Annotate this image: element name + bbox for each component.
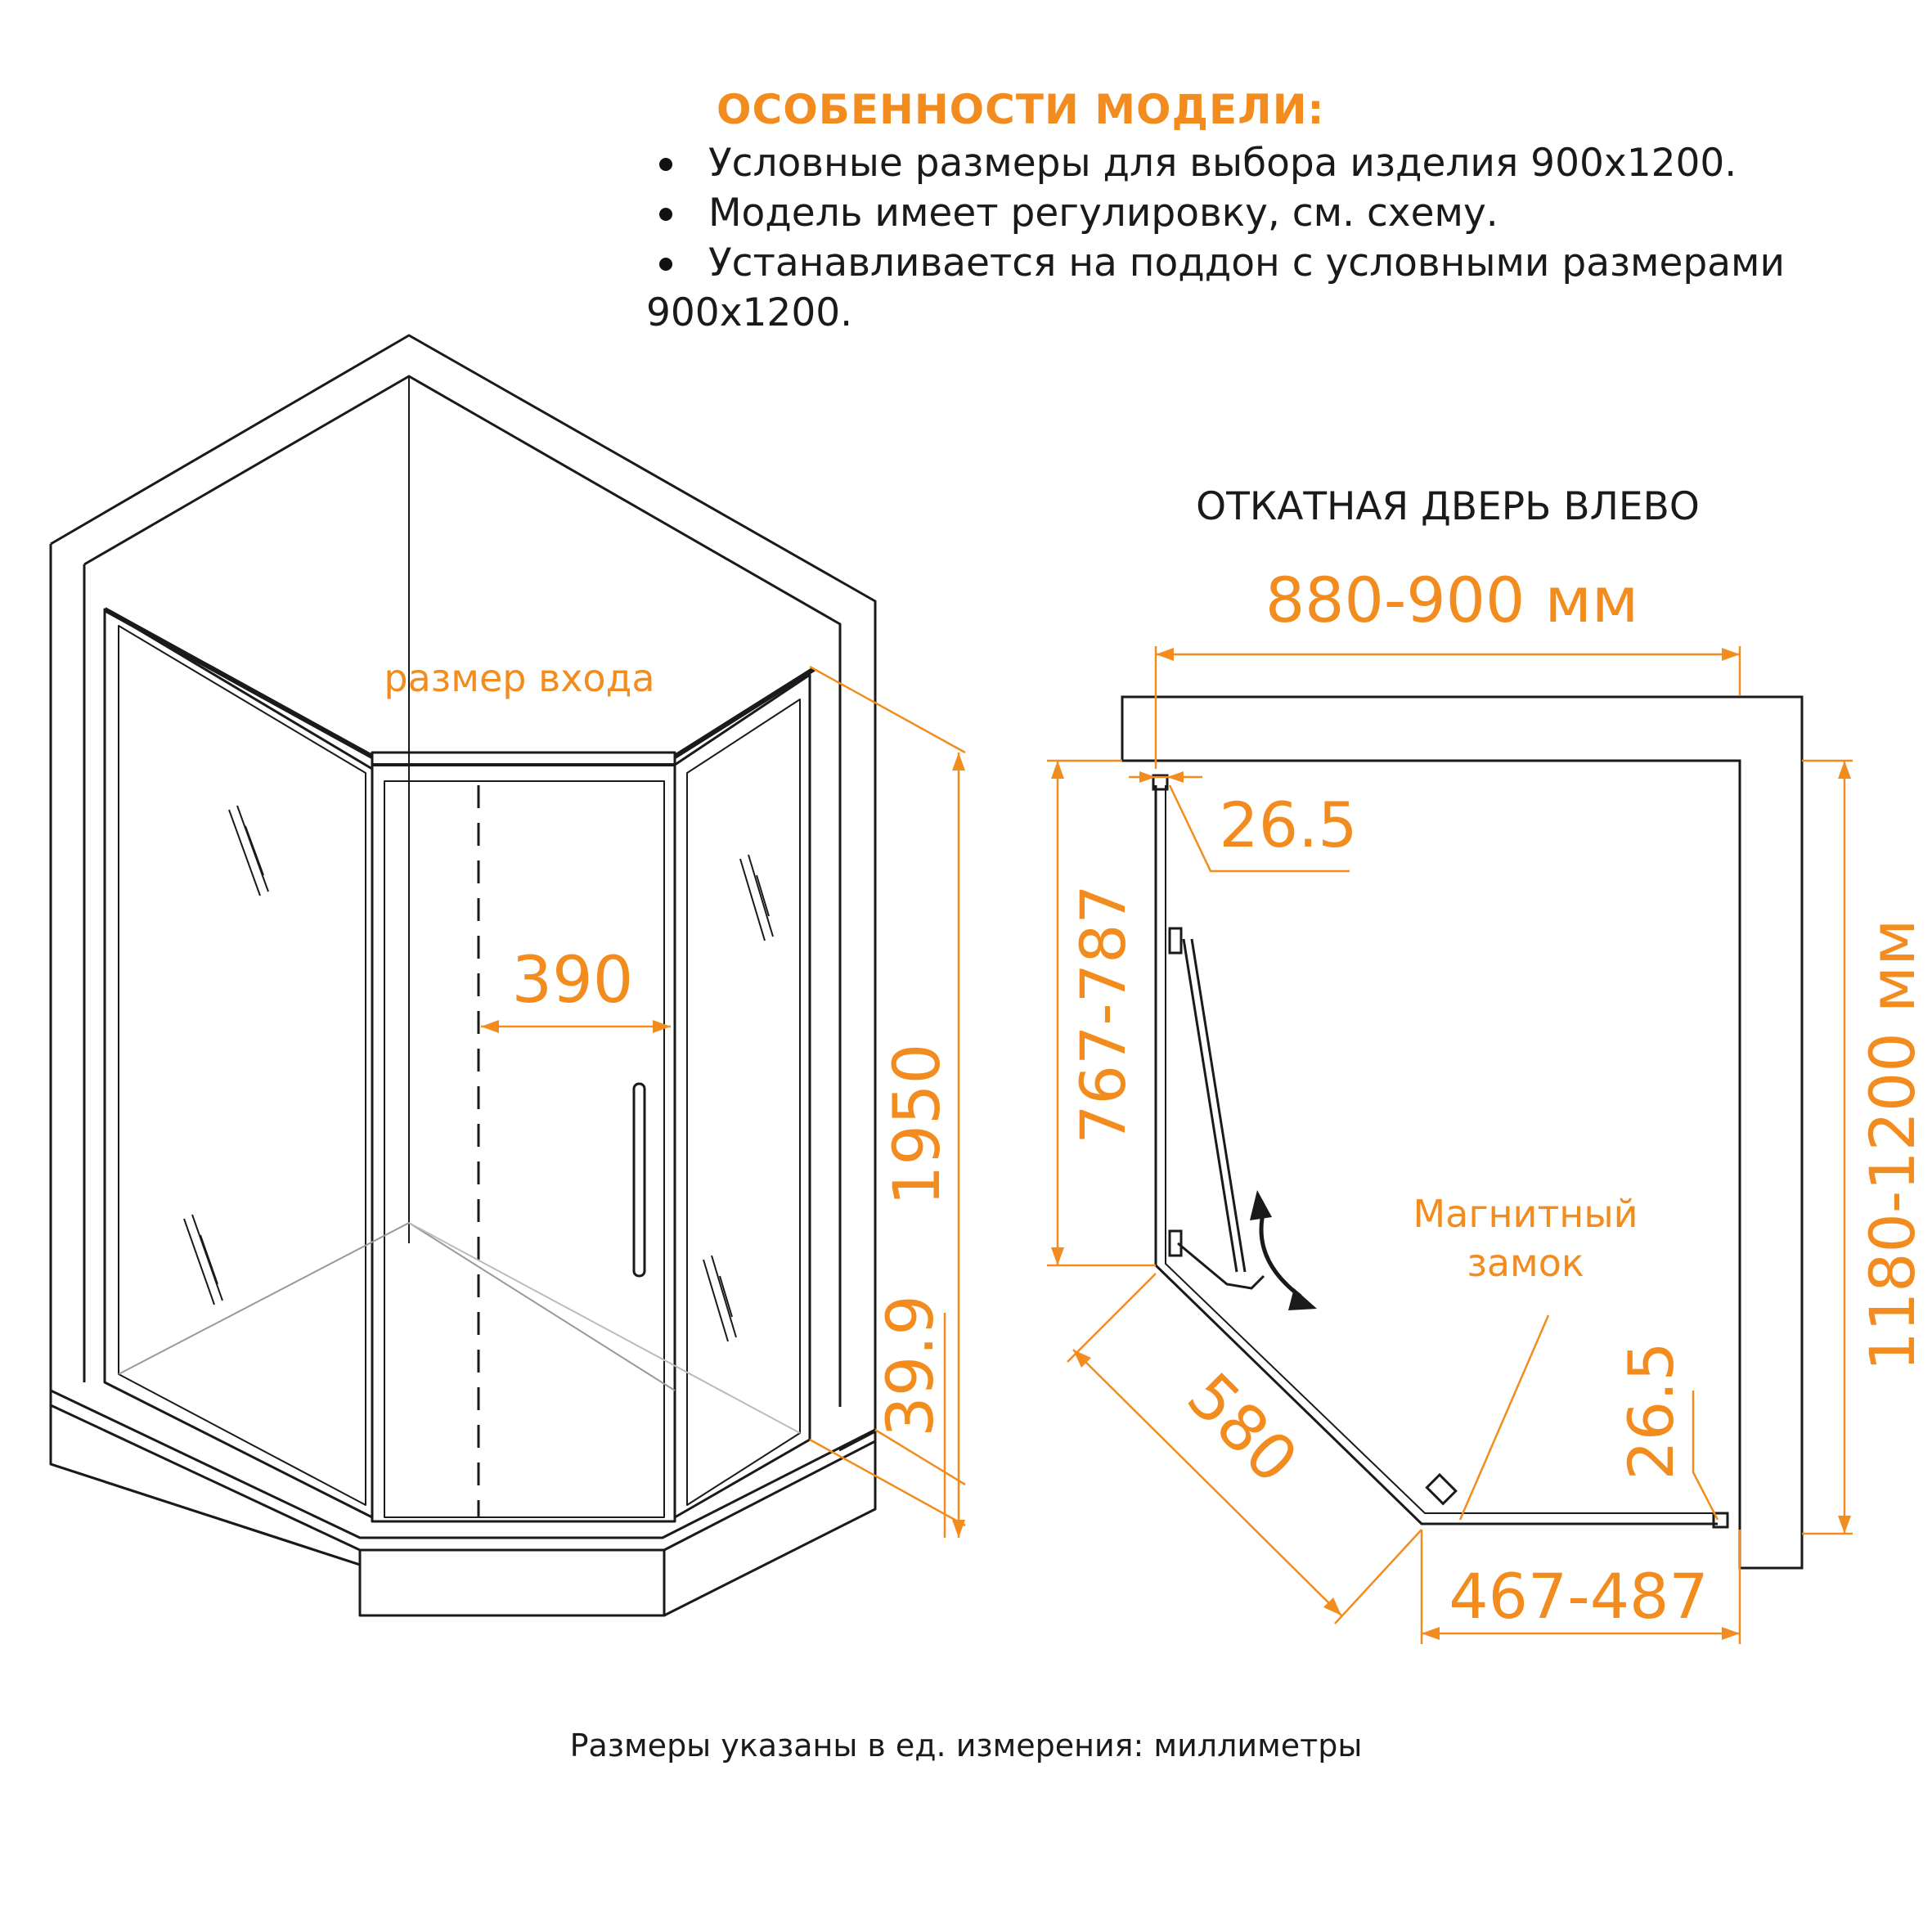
top-rail-right bbox=[673, 667, 815, 759]
magnetic-lock bbox=[1425, 1472, 1458, 1506]
door-handle[interactable] bbox=[632, 1082, 646, 1278]
tray-height-value: 39.9 bbox=[874, 1295, 948, 1437]
floor-lines-right bbox=[408, 1222, 801, 1434]
hinge bbox=[1168, 927, 1183, 955]
tray-side-right bbox=[663, 1441, 877, 1617]
swing-door bbox=[1182, 938, 1238, 1273]
arrow-head bbox=[1422, 1627, 1440, 1640]
entry-width-value: 390 bbox=[512, 944, 634, 1018]
profile-leader bbox=[1168, 784, 1350, 873]
arrow-head bbox=[1722, 1627, 1740, 1640]
diagonal-line bbox=[1072, 1349, 1342, 1616]
units-footnote: Размеры указаны в ед. измерения: миллиме… bbox=[569, 1728, 1363, 1764]
front-inner bbox=[384, 780, 665, 1518]
arrow-head bbox=[1323, 1597, 1341, 1615]
lock-leader bbox=[1458, 1314, 1550, 1521]
lock-label-line1: Магнитный bbox=[1413, 1192, 1638, 1236]
entry-size-label: размер входа bbox=[384, 656, 654, 700]
front-frame bbox=[371, 751, 676, 1523]
right-glass-inner bbox=[686, 699, 801, 1506]
arrow-head bbox=[1139, 771, 1156, 783]
plan-left-panel-inner bbox=[1165, 785, 1718, 1514]
arrow-head bbox=[481, 1020, 499, 1033]
right-glass-frame bbox=[673, 673, 811, 1519]
arrow-head bbox=[1722, 648, 1740, 661]
swing-door-2 bbox=[1190, 938, 1247, 1273]
profile-right-value: 26.5 bbox=[1615, 1341, 1687, 1480]
lock-label-line2: замок bbox=[1467, 1241, 1584, 1285]
arrow-head bbox=[1051, 1247, 1064, 1265]
arrow-head bbox=[653, 1020, 671, 1033]
perspective-view bbox=[49, 334, 877, 1617]
arrow-head bbox=[1051, 761, 1064, 779]
profile-top-value: 26.5 bbox=[1219, 789, 1357, 861]
profile-right-leader bbox=[1692, 1391, 1719, 1521]
left-glass-frame bbox=[103, 608, 374, 1519]
feature-item: Условные размеры для выбора изделия 900x… bbox=[646, 138, 1889, 188]
swing-arrow bbox=[1250, 1190, 1317, 1310]
tray-side-left bbox=[49, 1405, 361, 1566]
bottom-bracket bbox=[1712, 1512, 1729, 1529]
hinge bbox=[1168, 1229, 1183, 1257]
features-title: ОСОБЕННОСТИ МОДЕЛИ: bbox=[717, 86, 1325, 133]
handle-detail bbox=[1177, 1242, 1265, 1290]
arrow-head bbox=[1073, 1350, 1091, 1368]
left-glass-inner bbox=[118, 625, 366, 1506]
ext-line bbox=[1067, 1273, 1157, 1363]
ext-line bbox=[1334, 1529, 1422, 1624]
feature-item: Модель имеет регулировку, см. схему. bbox=[646, 188, 1889, 238]
arrow-head bbox=[1838, 761, 1851, 779]
tray-top bbox=[49, 1389, 877, 1552]
wall-outline bbox=[50, 334, 877, 1452]
height-value: 1950 bbox=[881, 1044, 955, 1206]
arrow-head bbox=[952, 753, 965, 771]
top-bracket bbox=[1152, 774, 1169, 791]
right-depth-value: 1180-1200 мм bbox=[1856, 919, 1929, 1371]
plan-dimensions bbox=[1047, 646, 1853, 1644]
perspective-dimensions bbox=[481, 665, 966, 1538]
bottom-width-value: 467-487 bbox=[1449, 1560, 1709, 1633]
features-list: Условные размеры для выбора изделия 900x… bbox=[646, 138, 1889, 338]
features-block: ОСОБЕННОСТИ МОДЕЛИ: Условные размеры для… bbox=[646, 86, 1889, 338]
left-depth-value: 767-787 bbox=[1067, 884, 1139, 1144]
plan-title: ОТКАТНАЯ ДВЕРЬ ВЛЕВО bbox=[1196, 484, 1700, 529]
feature-item: Устанавливается на поддон с условными ра… bbox=[646, 238, 1889, 338]
top-rail-left bbox=[103, 607, 374, 759]
diagonal-value: 580 bbox=[1173, 1359, 1311, 1498]
tray-ext bbox=[874, 1428, 966, 1486]
height-ext-top bbox=[809, 665, 966, 754]
arrow-head bbox=[1156, 648, 1174, 661]
tray-front bbox=[358, 1550, 666, 1617]
height-ext-bottom bbox=[809, 1438, 966, 1527]
glass-reflections bbox=[183, 805, 774, 1342]
arrow-head bbox=[1838, 1516, 1851, 1534]
wall-inner bbox=[83, 375, 842, 1407]
top-width-value: 880-900 мм bbox=[1265, 564, 1638, 636]
floor-lines bbox=[118, 1222, 676, 1391]
plan-left-panel bbox=[1154, 785, 1718, 1525]
arrow-head bbox=[1167, 771, 1184, 783]
